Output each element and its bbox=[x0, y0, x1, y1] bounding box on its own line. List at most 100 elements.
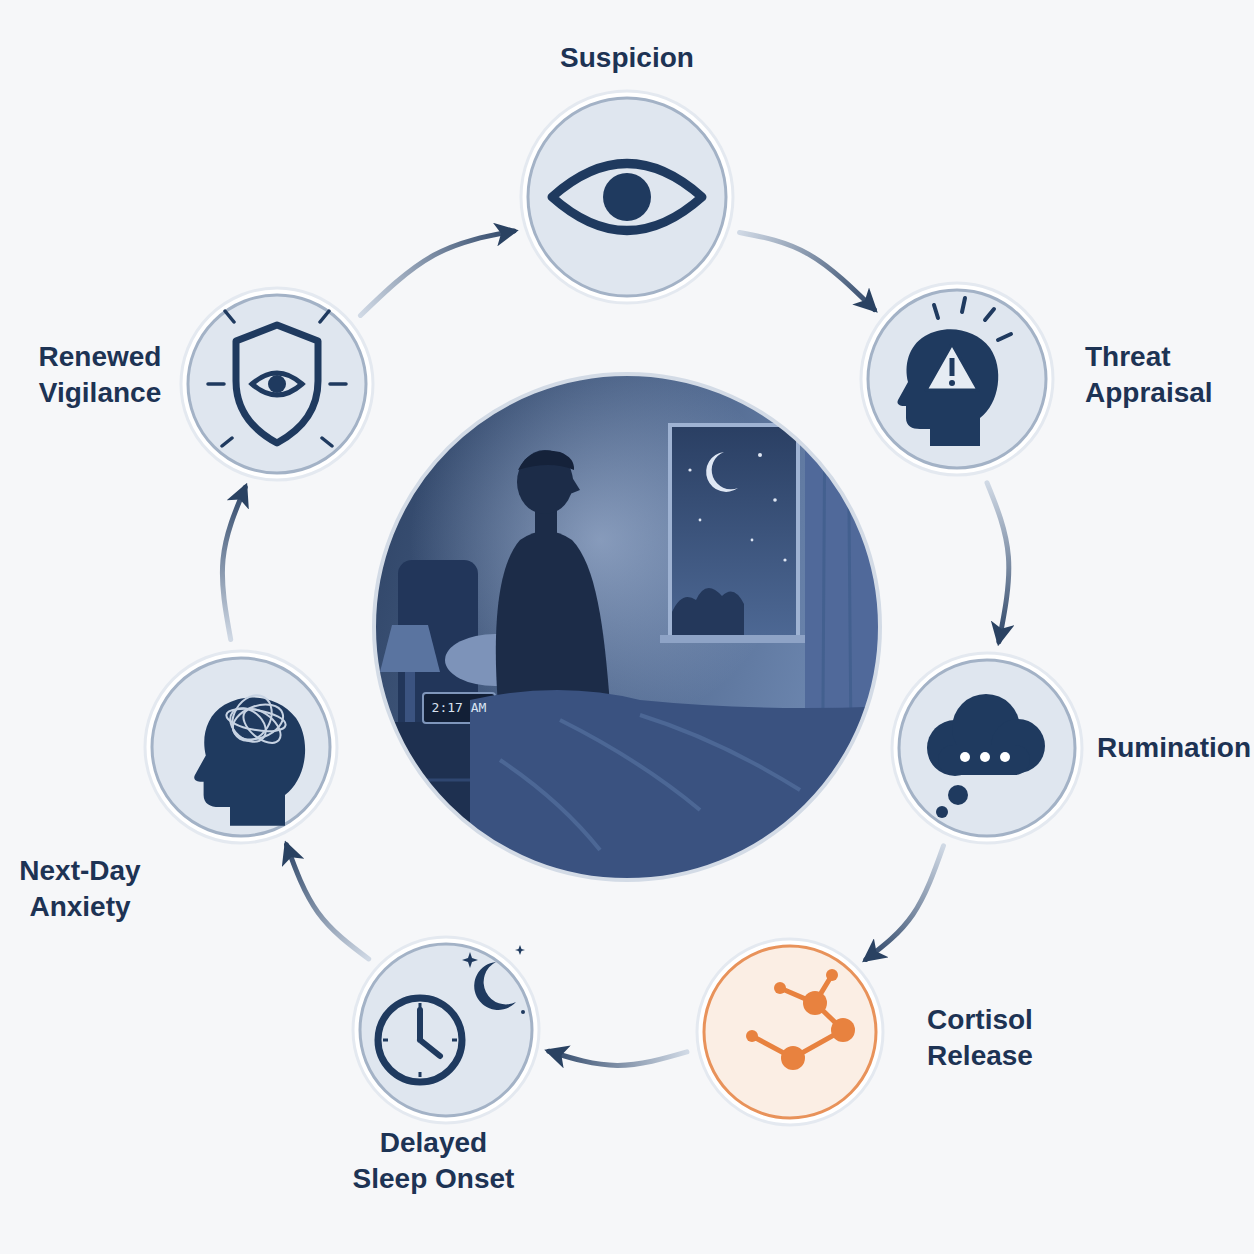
stage-label: Cortisol Release bbox=[910, 1002, 1050, 1074]
anxious-head-icon-part-part bbox=[225, 705, 288, 735]
thought-cloud-icon-part bbox=[936, 806, 948, 818]
anxious-head-icon-part-part bbox=[224, 688, 279, 748]
cycle-node: Renewed Vigilance bbox=[179, 286, 375, 482]
thought-cloud-icon-part bbox=[952, 694, 1020, 762]
eye-icon-part bbox=[603, 173, 651, 221]
thought-cloud-icon-part bbox=[948, 785, 968, 805]
circle-outline bbox=[351, 935, 541, 1125]
window-part bbox=[783, 558, 786, 561]
anxious-head-icon-part bbox=[194, 697, 305, 825]
circle-shape bbox=[152, 658, 330, 836]
cycle-node: Threat Appraisal bbox=[859, 281, 1055, 477]
thought-cloud-icon bbox=[927, 694, 1045, 818]
window-part bbox=[688, 468, 691, 471]
cycle-arrow bbox=[866, 846, 944, 960]
sitting-person-part bbox=[496, 531, 610, 705]
circle-shape bbox=[704, 946, 876, 1118]
anxious-head-icon-part-part bbox=[228, 698, 288, 746]
stage-label: Next-Day Anxiety bbox=[5, 853, 155, 925]
clock-moon-icon-part bbox=[462, 952, 478, 968]
curtain-part bbox=[822, 395, 852, 860]
molecule-icon-part bbox=[746, 1030, 758, 1042]
shield-eye-icon-part bbox=[236, 325, 318, 443]
thought-cloud-icon-part bbox=[991, 719, 1045, 773]
cycle-arrow bbox=[740, 232, 875, 309]
circle-ring bbox=[353, 937, 539, 1123]
molecule-icon-part bbox=[774, 982, 786, 994]
clock-moon-icon-part bbox=[378, 998, 462, 1082]
eye-icon-part bbox=[552, 164, 702, 231]
molecule-icon-part bbox=[752, 975, 843, 1058]
lamp-part bbox=[405, 672, 415, 722]
window-part bbox=[699, 519, 702, 522]
anxious-head-icon-part-part bbox=[224, 701, 273, 748]
circle-shape bbox=[360, 944, 532, 1116]
cycle-arrow bbox=[222, 487, 245, 639]
bedroom-scene bbox=[370, 350, 890, 892]
threat-head-icon-part-part bbox=[926, 344, 978, 390]
thought-cloud-icon-part bbox=[1000, 752, 1010, 762]
molecule-icon-part bbox=[831, 1018, 855, 1042]
shield-eye-icon-part bbox=[252, 373, 302, 395]
circle-ring bbox=[181, 288, 373, 480]
thought-cloud-icon-part bbox=[980, 752, 990, 762]
cycle-node: Suspicion bbox=[519, 89, 735, 305]
anxious-head-icon-part bbox=[224, 688, 288, 749]
molecule-icon-part bbox=[781, 1046, 805, 1070]
circle-outline bbox=[695, 937, 885, 1127]
circle-ring bbox=[521, 91, 733, 303]
shield-eye-icon-part bbox=[268, 375, 286, 393]
clock-moon-icon-part bbox=[515, 945, 525, 955]
molecule-icon-part bbox=[826, 969, 838, 981]
cycle-node: Delayed Sleep Onset bbox=[351, 935, 541, 1125]
circle-outline bbox=[179, 286, 375, 482]
shield-eye-icon bbox=[208, 311, 346, 446]
threat-head-icon-part-part bbox=[897, 329, 998, 446]
circle-outline bbox=[859, 281, 1055, 477]
cycle-node: Cortisol Release bbox=[695, 937, 885, 1127]
clock-moon-icon-part bbox=[521, 1010, 525, 1014]
cycle-arrow bbox=[987, 483, 1009, 642]
cycle-node: Next-Day Anxiety bbox=[143, 649, 339, 845]
threat-head-icon-part bbox=[897, 329, 998, 446]
circle-outline bbox=[890, 651, 1084, 845]
threat-head-icon bbox=[897, 298, 1011, 446]
clock-moon-icon-part bbox=[420, 1010, 440, 1056]
eye-icon bbox=[552, 164, 702, 231]
circle-ring bbox=[697, 939, 883, 1125]
cycle-arrow bbox=[287, 845, 369, 959]
window-part bbox=[660, 635, 808, 643]
thought-cloud-icon-part bbox=[960, 752, 970, 762]
circle-ring bbox=[892, 653, 1082, 843]
stage-label: Delayed Sleep Onset bbox=[346, 1125, 521, 1197]
thought-cloud-icon-part bbox=[927, 720, 983, 776]
anxious-head-icon-part-part bbox=[237, 703, 286, 750]
molecule-icon-part bbox=[803, 991, 827, 1015]
sitting-person bbox=[496, 450, 610, 705]
lamp-part bbox=[380, 625, 440, 672]
stage-label: Threat Appraisal bbox=[1085, 339, 1235, 411]
cycle-node: Rumination bbox=[890, 651, 1084, 845]
clock-time: 2:17 AM bbox=[423, 693, 495, 723]
window-part bbox=[672, 588, 744, 635]
circle-ring bbox=[145, 651, 337, 843]
thought-cloud-icon-part bbox=[938, 745, 1030, 775]
cycle-arrow bbox=[549, 1051, 687, 1065]
circle-outline bbox=[519, 89, 735, 305]
threat-head-icon-part bbox=[934, 298, 1011, 340]
window bbox=[660, 425, 808, 643]
anxious-head-icon-part-part bbox=[194, 697, 305, 825]
clock-moon-icon-part bbox=[474, 962, 516, 1010]
clock-moon-icon bbox=[378, 945, 525, 1082]
window-part bbox=[773, 498, 777, 502]
threat-head-icon-part-part bbox=[950, 358, 955, 376]
illustration-frame bbox=[374, 374, 880, 880]
blanket-part bbox=[500, 715, 800, 850]
stage-label: Suspicion bbox=[477, 40, 777, 76]
window-part bbox=[706, 452, 738, 492]
window-part bbox=[751, 539, 754, 542]
stage-label: Renewed Vigilance bbox=[25, 339, 175, 411]
